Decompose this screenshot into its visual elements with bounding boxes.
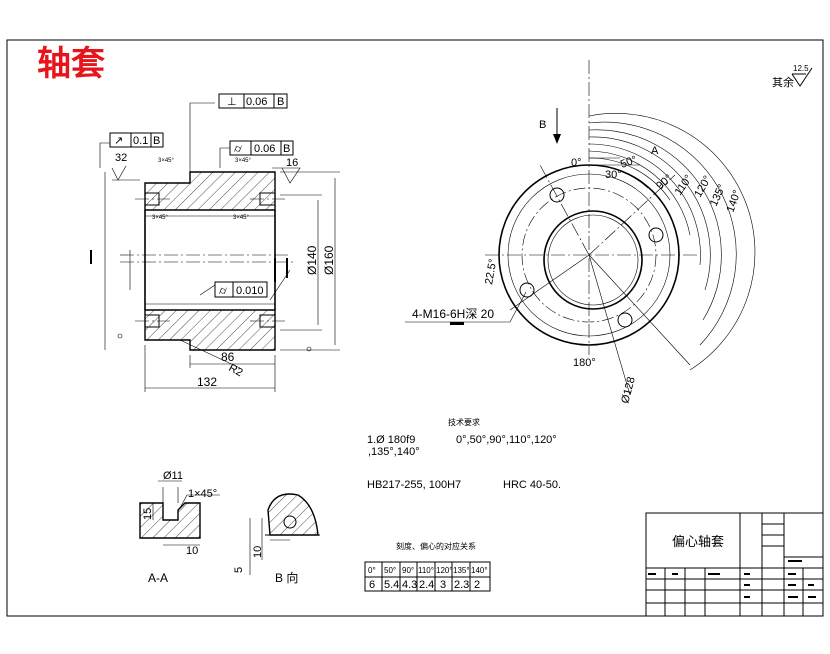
svg-text:⌭: ⌭	[234, 143, 242, 155]
title-block-name: 偏心轴套	[672, 534, 724, 549]
svg-text:HB217-255, 100H7: HB217-255, 100H7	[367, 479, 461, 491]
svg-text:1.Ø 180f9: 1.Ø 180f9	[367, 434, 415, 446]
hole-callout: 4-M16-6H深 20	[412, 307, 494, 321]
angle-label-135: 135°	[708, 183, 728, 209]
angle-label-30: 30°	[605, 169, 622, 181]
correspondence-table: 0° 50° 90° 110° 120° 135° 140° 6 5.4 4.3…	[364, 561, 491, 592]
view-label-a: A	[651, 145, 659, 157]
cylindricity-frame: ⌭ 0.010	[214, 281, 268, 298]
svg-text:B: B	[283, 143, 290, 155]
svg-text:0°,50°,90°,110°,120°: 0°,50°,90°,110°,120°	[456, 434, 557, 446]
perpendicularity-frame: ⊥ 0.06 B	[218, 93, 288, 109]
svg-text:其余: 其余	[772, 75, 794, 89]
dimension-dia-140: Ø140	[305, 245, 319, 275]
svg-text:B: B	[277, 96, 284, 108]
svg-text:⌭: ⌭	[219, 285, 227, 297]
svg-text:技术要求: 技术要求	[448, 417, 480, 427]
front-section-view	[99, 102, 340, 392]
view-b	[249, 493, 320, 575]
svg-text:3: 3	[440, 579, 446, 591]
svg-text:↗: ↗	[114, 135, 123, 147]
section-aa-chamfer: 1×45°	[188, 488, 217, 500]
svg-text:12.5: 12.5	[793, 64, 809, 73]
dimension-86: 86	[221, 350, 235, 364]
chamfer-label-4: 3×45°	[233, 215, 250, 221]
svg-text:135°: 135°	[453, 566, 470, 575]
svg-text:90°: 90°	[402, 566, 414, 575]
table-caption: 刻度、偏心的对应关系	[396, 541, 476, 551]
angle-label-22-5: 22.5°	[483, 258, 499, 286]
svg-text:140°: 140°	[471, 566, 488, 575]
roughness-label-left: 32	[115, 152, 127, 164]
svg-text:,135°,140°: ,135°,140°	[368, 446, 420, 458]
angle-label-90: 90°	[654, 172, 674, 192]
angle-label-180: 180°	[573, 357, 596, 369]
section-aa-label: A-A	[148, 571, 168, 585]
svg-text:5.4: 5.4	[384, 579, 399, 591]
svg-text:HRC 40-50.: HRC 40-50.	[503, 479, 561, 491]
runout-frame-left: ↗ 0.1 B	[109, 132, 164, 148]
runout-frame-right: ⌭ 0.06 B	[229, 140, 294, 156]
svg-text:2: 2	[474, 579, 480, 591]
section-a-a	[139, 480, 220, 546]
section-aa-width: 10	[186, 545, 198, 557]
dimension-r2: R2	[227, 362, 245, 379]
micro-labels	[90, 250, 816, 598]
title-block	[645, 512, 824, 617]
dimension-132: 132	[197, 375, 217, 389]
svg-text:B: B	[153, 135, 160, 147]
svg-text:0°: 0°	[368, 566, 376, 575]
roughness-symbol: 其余 12.5	[772, 64, 813, 89]
svg-text:110°: 110°	[418, 566, 434, 575]
svg-text:0.06: 0.06	[254, 143, 275, 155]
view-b-dim5: 5	[233, 567, 245, 573]
chamfer-label-2: 3×45°	[235, 158, 252, 164]
roughness-label-right: 16	[286, 157, 298, 169]
angle-label-0: 0°	[571, 157, 582, 169]
svg-text:2.3: 2.3	[454, 579, 469, 591]
view-label-b: B	[539, 119, 546, 131]
view-b-dim10: 10	[252, 546, 264, 558]
dimension-dia-160: Ø160	[322, 245, 336, 275]
drawing-border	[6, 39, 824, 617]
svg-text:0.010: 0.010	[236, 285, 264, 297]
chamfer-label-3: 3×45°	[152, 215, 169, 221]
svg-text:⊥: ⊥	[227, 96, 237, 108]
svg-text:2.4: 2.4	[419, 579, 434, 591]
dimension-dia-128: Ø128	[619, 376, 638, 405]
svg-text:0.1: 0.1	[133, 135, 148, 147]
angle-label-50: 50°	[619, 154, 639, 171]
technical-notes: 技术要求 1.Ø 180f9 0°,50°,90°,110°,120° ,135…	[367, 417, 561, 491]
chamfer-label-1: 3×45°	[158, 158, 175, 164]
side-view	[405, 60, 756, 396]
section-aa-dia: Ø11	[163, 470, 183, 482]
svg-text:0.06: 0.06	[246, 96, 267, 108]
angle-label-140: 140°	[725, 189, 744, 214]
view-b-label: B 向	[275, 570, 298, 585]
svg-text:120°: 120°	[436, 566, 453, 575]
svg-text:4.3: 4.3	[402, 579, 417, 591]
drawing-title: 轴套	[37, 44, 105, 84]
svg-text:50°: 50°	[384, 566, 396, 575]
section-aa-depth: 15	[142, 508, 154, 520]
svg-text:6: 6	[369, 579, 375, 591]
